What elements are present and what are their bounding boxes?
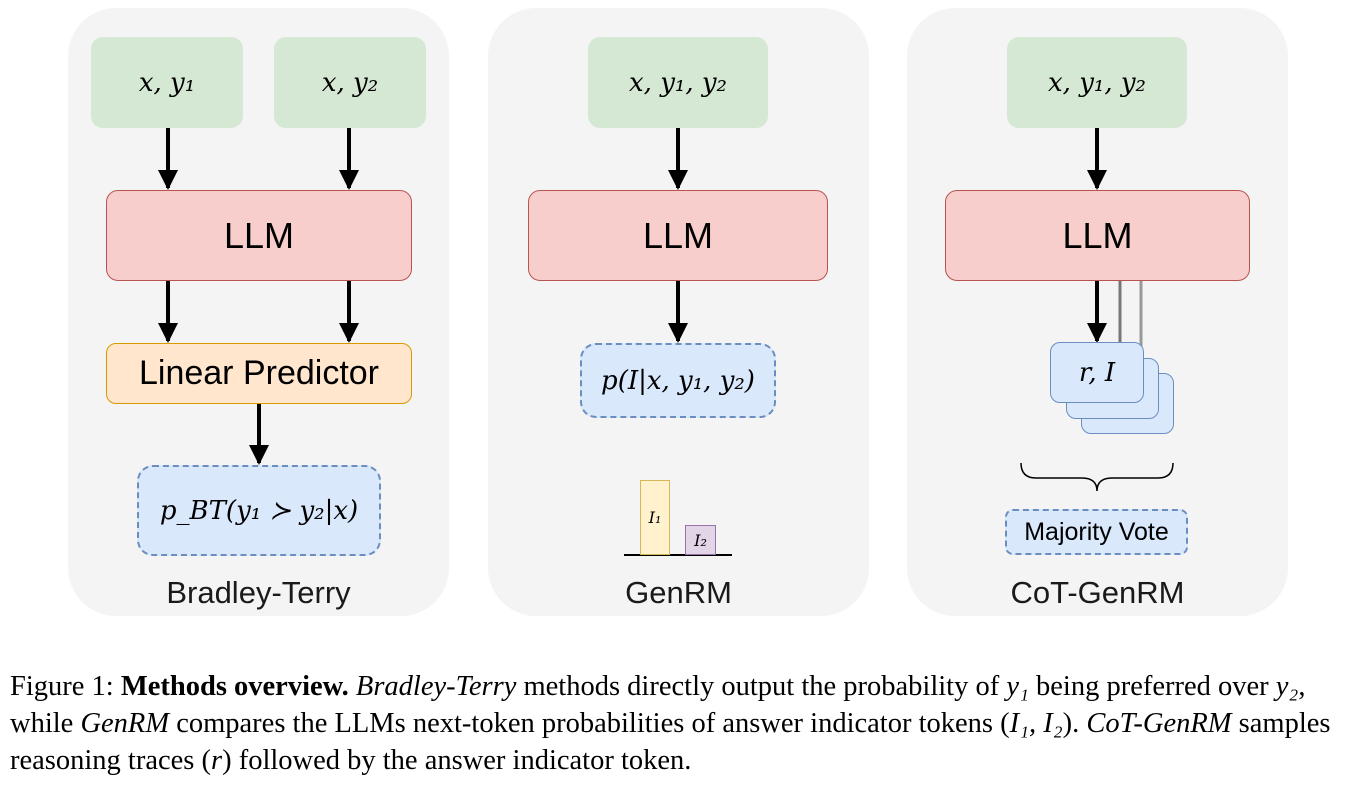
cot-input-text: x, y₁, y₂ — [1048, 67, 1146, 98]
bt-llm-label: LLM — [223, 214, 295, 256]
caption-genrm: GenRM — [80, 708, 170, 739]
genrm-output-box: p(I|x, y₁, y₂) — [580, 343, 776, 418]
bar-i2-label: I₂ — [694, 530, 707, 550]
caption-text-3: , while — [10, 671, 1306, 739]
bt-llm-box: LLM — [106, 190, 412, 281]
cot-llm-box: LLM — [945, 190, 1250, 281]
bt-input-x-y1: x, y₁ — [91, 37, 243, 128]
curly-brace — [1020, 462, 1174, 492]
caption-bold: Methods overview. — [120, 671, 349, 702]
genrm-input-box: x, y₁, y₂ — [588, 37, 768, 128]
genrm-output-text: p(I|x, y₁, y₂) — [601, 365, 755, 396]
genrm-input-text: x, y₁, y₂ — [629, 67, 727, 98]
bar-i1-label: I₁ — [648, 508, 662, 527]
caption-text-5: ). — [1062, 708, 1087, 739]
bt-output-box: p_BT(y₁ ≻ y₂|x) — [137, 465, 381, 556]
caption-text-2: being preferred over — [1028, 671, 1276, 702]
caption-math-y1: y₁ — [1006, 671, 1029, 702]
bar-i1: I₁ — [640, 480, 670, 555]
bar-i2: I₂ — [685, 525, 716, 555]
bt-input-x-y2-text: x, y₂ — [321, 67, 379, 98]
caption-math-r: r — [211, 745, 223, 776]
bt-output-text: p_BT(y₁ ≻ y₂|x) — [159, 495, 359, 526]
bradley-terry-label: Bradley-Terry — [166, 575, 351, 610]
majority-vote-label: Majority Vote — [1024, 517, 1169, 546]
bt-input-x-y1-text: x, y₁ — [138, 67, 196, 98]
caption-cot-genrm: CoT-GenRM — [1086, 708, 1232, 739]
caption-text-7: ) followed by the answer indicator token… — [222, 745, 692, 776]
linear-predictor-label: Linear Predictor — [138, 354, 379, 392]
genrm-llm-label: LLM — [642, 214, 714, 256]
caption-bradley-terry: Bradley-Terry — [355, 671, 517, 702]
figure-caption: Figure 1: Methods overview. Bradley-Terr… — [10, 668, 1350, 779]
linear-predictor-box: Linear Predictor — [106, 343, 412, 404]
cot-llm-label: LLM — [1062, 214, 1133, 256]
sample-card-front: r, I — [1050, 342, 1144, 403]
caption-math-i1-i2: I₁, I₂ — [1009, 708, 1063, 739]
caption-text-1: methods directly output the probability … — [516, 671, 1007, 702]
cot-genrm-label: CoT-GenRM — [1010, 575, 1185, 610]
genrm-label: GenRM — [625, 575, 732, 610]
caption-text-4: compares the LLMs next-token probabiliti… — [169, 708, 1010, 739]
caption-prefix: Figure 1: — [10, 671, 121, 702]
caption-text-6: samples reasoning traces ( — [10, 708, 1331, 776]
bt-input-x-y2: x, y₂ — [274, 37, 426, 128]
genrm-llm-box: LLM — [528, 190, 828, 281]
caption-math-y2: y₂ — [1275, 671, 1299, 702]
majority-vote-box: Majority Vote — [1005, 509, 1188, 555]
cot-input-box: x, y₁, y₂ — [1007, 37, 1187, 128]
sample-card-text: r, I — [1078, 357, 1116, 388]
